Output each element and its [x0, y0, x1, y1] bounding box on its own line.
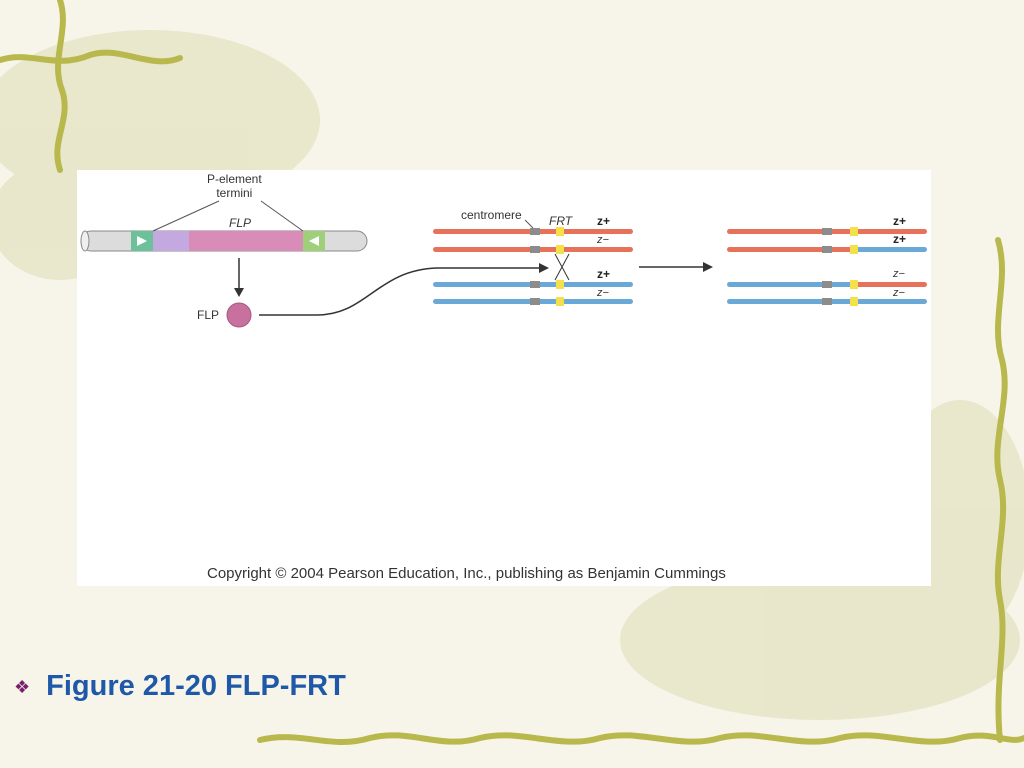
- allele-label-left-2: z−: [597, 234, 609, 246]
- p-element-termini-label: P-element termini: [207, 172, 262, 200]
- caption-title: Figure 21-20 FLP-FRT: [46, 670, 346, 702]
- flp-action-arrow: [259, 267, 541, 316]
- allele-label-right-4: z−: [893, 287, 905, 299]
- allele-label-right-1: z+: [893, 214, 907, 228]
- right-terminus-arrow-icon: [309, 236, 319, 246]
- chromosomes-before: [433, 219, 633, 306]
- allele-label-right-2: z+: [893, 232, 907, 246]
- allele-label-left-4: z−: [597, 287, 609, 299]
- diamond-bullet-icon: ❖: [14, 676, 31, 697]
- left-terminus-arrow-icon: [137, 236, 147, 246]
- chromosomes-after: [727, 227, 927, 306]
- allele-label-left-1: z+: [597, 214, 611, 228]
- centromere-label: centromere: [461, 208, 522, 222]
- flp-frt-figure: P-element termini FLP FLP centromere FRT…: [77, 170, 931, 586]
- diagram-graphics: [80, 200, 927, 328]
- flp-protein-icon: [226, 302, 252, 328]
- vine-decoration: [0, 0, 1024, 745]
- copyright-text: Copyright © 2004 Pearson Education, Inc.…: [207, 565, 726, 582]
- allele-label-right-3: z−: [893, 268, 905, 280]
- flp-gene-segment: [189, 231, 303, 251]
- flp-gene-label: FLP: [229, 216, 252, 230]
- slide-caption: ❖ Figure 21-20 FLP-FRT: [14, 672, 346, 701]
- p-element-transgene: [80, 200, 368, 252]
- flp-protein-label: FLP: [197, 308, 220, 322]
- frt-label: FRT: [549, 214, 573, 228]
- allele-label-left-3: z+: [597, 267, 611, 281]
